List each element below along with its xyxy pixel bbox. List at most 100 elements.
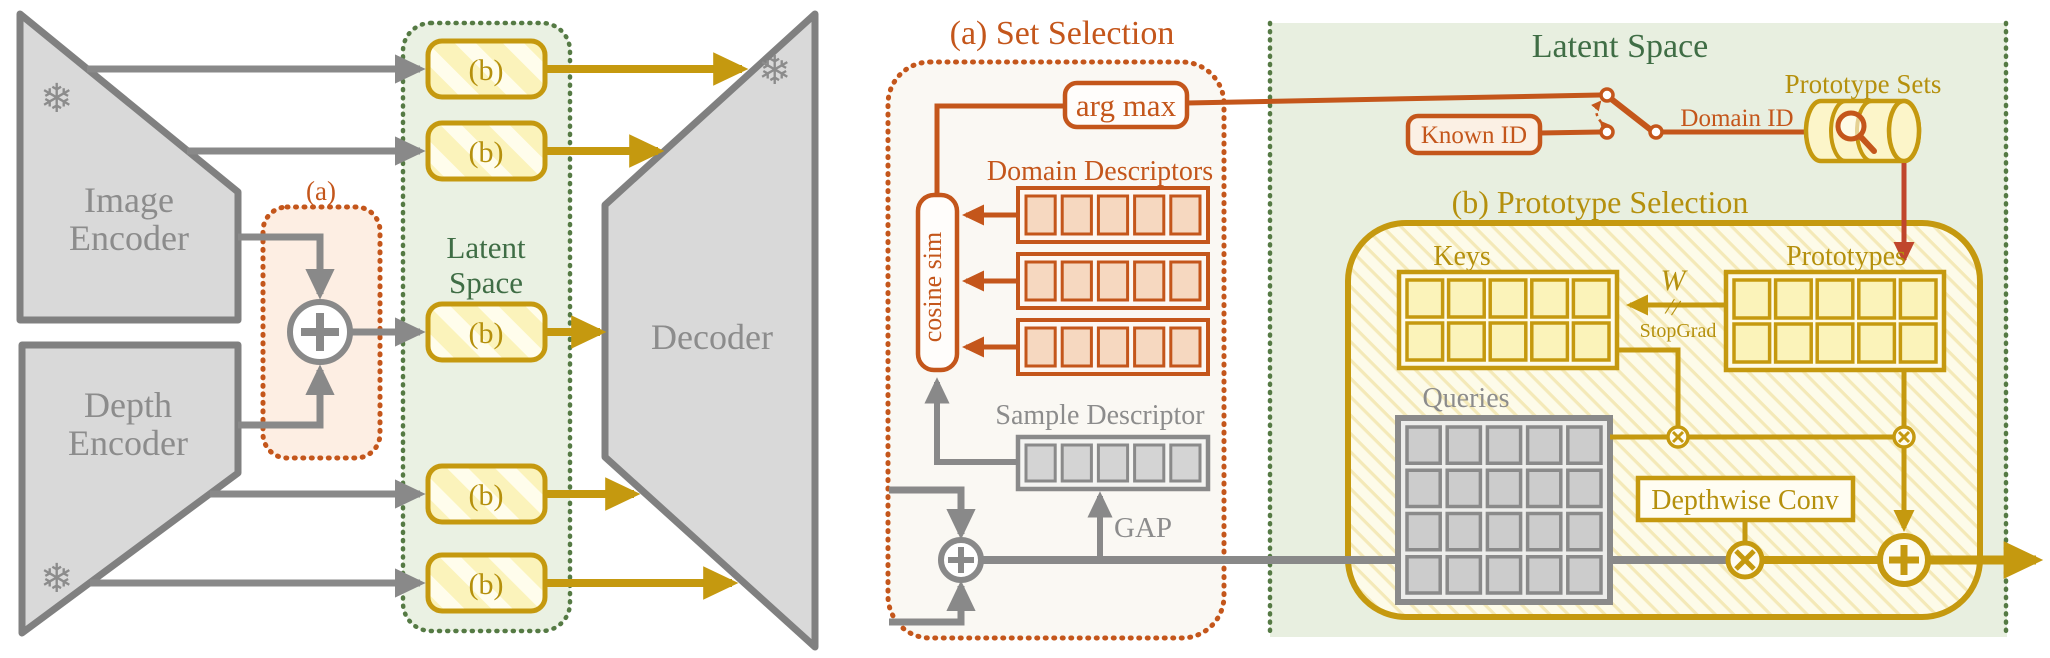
grid-cell: [1445, 468, 1483, 509]
b-ref-label: (b): [469, 568, 504, 601]
grid-cell: [1133, 194, 1166, 236]
image-feature-input-line: [889, 486, 976, 540]
grid-cell: [1488, 278, 1528, 319]
prototype-sets-cylinder: [1803, 98, 1922, 164]
domain-descriptor-grid-3: [1016, 318, 1210, 376]
grid-cell: [1566, 425, 1603, 465]
magnifier-icon: [1835, 110, 1867, 142]
grid-cell: [1445, 511, 1483, 552]
weight-symbol: W: [1661, 264, 1689, 297]
gap-label: GAP: [1114, 512, 1172, 544]
switch-node-argmax: [1599, 87, 1615, 103]
grid-cell: [1485, 555, 1523, 595]
domain-descriptors-label: Domain Descriptors: [987, 156, 1213, 187]
overview-figure: Latent Space (a) Image Encoder ❄ Depth E…: [16, 10, 819, 651]
depthwise-conv-box: [1635, 475, 1856, 523]
grid-cell: [1571, 321, 1611, 362]
sample-descriptor-grid: [1015, 434, 1211, 492]
prototype-selection-title: (b) Prototype Selection: [1452, 184, 1749, 220]
grid-cell: [1525, 425, 1563, 465]
domain-id-label: Domain ID: [1680, 105, 1793, 132]
frozen-icon: ❄: [758, 48, 792, 94]
grid-cell: [1566, 555, 1603, 595]
grid-cell: [1773, 278, 1813, 320]
grid-cell: [1898, 278, 1938, 320]
decoder-label: Decoder: [651, 317, 773, 357]
grid-cell: [1525, 555, 1563, 595]
b-ref-label: (b): [469, 54, 504, 87]
grid-cell: [1169, 260, 1202, 302]
grid-cell: [1485, 425, 1523, 465]
domain-descriptor-grid-1: [1016, 186, 1210, 244]
grid-cell: [1446, 278, 1486, 319]
grid-cell: [1133, 326, 1166, 368]
multiply-x: [1734, 549, 1756, 571]
keys-label: Keys: [1433, 241, 1491, 272]
cosine-sim-label: cosine sim: [918, 232, 947, 343]
magnifier-handle: [1857, 133, 1877, 154]
switch-node-known: [1599, 124, 1615, 140]
prototype-sets-label: Prototype Sets: [1785, 69, 1942, 99]
image-feature-line: [238, 233, 335, 300]
decoder-shape: [601, 10, 819, 651]
cosine-to-argmax-line: [934, 103, 1065, 195]
grid-cell: [1096, 194, 1130, 236]
grid-cell: [1566, 511, 1603, 552]
switch-node-common: [1648, 124, 1664, 140]
known-id-box: [1405, 113, 1543, 156]
queries-label: Queries: [1422, 383, 1509, 414]
grid-cell: [1060, 326, 1093, 368]
prototypes-label: Prototypes: [1786, 241, 1906, 272]
grid-cell: [1445, 555, 1483, 595]
grid-cell: [1405, 321, 1445, 362]
image-encoder-label-line1: Image: [84, 180, 174, 220]
switch-toggle-arc: [1591, 100, 1611, 132]
grid-cell: [1024, 326, 1057, 368]
grid-cell: [1485, 468, 1523, 509]
depth-feature-line: [238, 364, 335, 429]
detail-figure: Latent Space (a) Set Selection (b) Proto…: [885, 15, 2044, 641]
sample-descriptor-label: Sample Descriptor: [995, 400, 1205, 431]
grid-cell: [1133, 443, 1166, 483]
grid-cell: [1857, 278, 1897, 320]
grid-cell: [1060, 443, 1093, 483]
slashes-icon: //: [1663, 294, 1683, 323]
grid-cell: [1525, 468, 1563, 509]
grid-cell: [1530, 278, 1570, 319]
frozen-icon: ❄: [40, 76, 74, 122]
arg-max-box: [1062, 80, 1190, 130]
grid-cell: [1024, 194, 1057, 236]
grid-cell: [1024, 260, 1057, 302]
grid-cell: [1405, 555, 1442, 595]
latent-label-line2: Space: [449, 265, 523, 300]
grid-cell: [1060, 260, 1093, 302]
grid-cell: [1530, 321, 1570, 362]
grid-cell: [1096, 260, 1130, 302]
grid-cell: [1898, 322, 1938, 364]
grid-cell: [1525, 511, 1563, 552]
grid-cell: [1815, 322, 1855, 364]
image-encoder-shape: [16, 10, 242, 324]
switch-arm: [1608, 95, 1653, 133]
grid-cell: [1060, 194, 1093, 236]
depth-encoder-label-line1: Depth: [84, 385, 172, 425]
grid-cell: [1566, 468, 1603, 509]
grid-cell: [1732, 322, 1772, 364]
known-id-label: Known ID: [1421, 122, 1527, 149]
stopgrad-label: StopGrad: [1640, 320, 1717, 342]
image-encoder-label-line2: Encoder: [69, 218, 189, 258]
grid-cell: [1169, 194, 1202, 236]
grid-cell: [1485, 511, 1523, 552]
argmax-to-switch-line: [1186, 92, 1601, 106]
grid-cell: [1815, 278, 1855, 320]
grid-cell: [1096, 443, 1130, 483]
grid-cell: [1169, 443, 1202, 483]
multiply-x: [1671, 430, 1685, 444]
keys-grid: [1396, 269, 1620, 371]
grid-cell: [1857, 322, 1897, 364]
grid-cell: [1405, 425, 1442, 465]
b-ref-label: (b): [469, 479, 504, 512]
latent-space-title: Latent Space: [1532, 28, 1709, 65]
